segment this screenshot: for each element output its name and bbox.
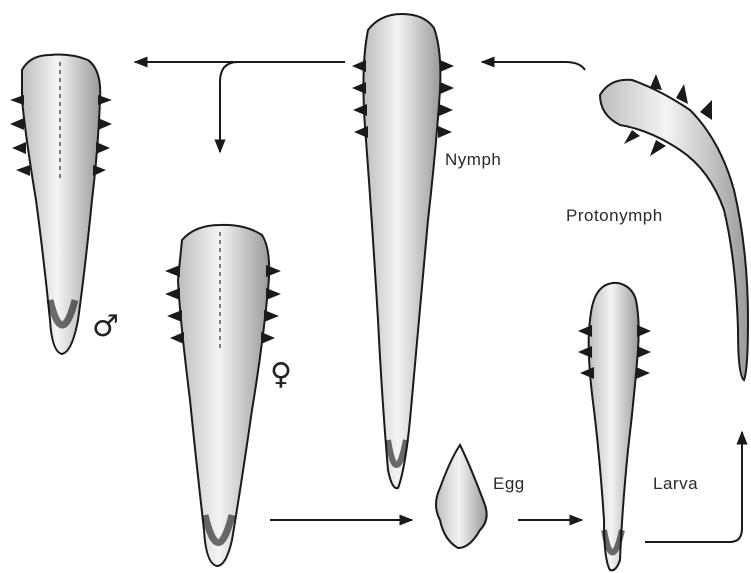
male-symbol: ♂ <box>92 312 119 342</box>
arrow-branch-to-female <box>220 62 238 152</box>
nymph-label: Nymph <box>445 150 501 170</box>
protonymph-label: Protonymph <box>566 206 663 226</box>
female-symbol: ♀ <box>270 360 292 390</box>
arrow-protonymph-to-nymph <box>482 62 585 70</box>
larva <box>578 283 651 570</box>
egg-label: Egg <box>493 474 525 494</box>
female-mite <box>165 225 281 566</box>
larva-label: Larva <box>653 474 698 494</box>
egg <box>436 445 487 548</box>
nymph <box>352 14 454 488</box>
